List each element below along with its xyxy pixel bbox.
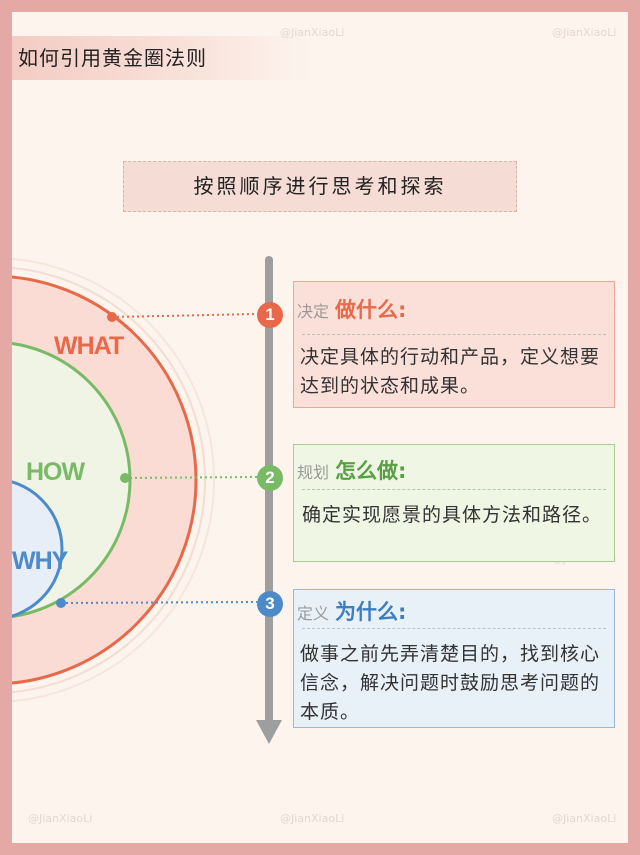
outer-ring-decor — [12, 266, 206, 694]
outer-ring-decor — [12, 257, 215, 703]
divider — [302, 489, 606, 490]
what-label: WHAT — [54, 332, 124, 360]
step-3-description: 做事之前先弄清楚目的，找到核心信念，解决问题时鼓励思考问题的本质。 — [300, 643, 601, 723]
step-2-card: 规划怎么做: 确定实现愿景的具体方法和路径。 — [293, 444, 615, 562]
why-label: WHY — [12, 547, 68, 575]
step-1-title: 做什么: — [335, 298, 407, 322]
why-circle — [12, 480, 64, 618]
watermark: @JianXiaoLi — [552, 812, 617, 825]
anchor-dot-how — [120, 473, 130, 483]
watermark: @JianXiaoLi — [280, 26, 345, 39]
connector-what — [111, 313, 258, 318]
step-3-heading: 定义为什么: — [297, 596, 406, 626]
step-3-card: 定义为什么: 做事之前先弄清楚目的，找到核心信念，解决问题时鼓励思考问题的本质。 — [293, 589, 615, 728]
poster-card: 如何引用黄金圈法则 @JianXiaoLi @JianXiaoLi @JianX… — [12, 12, 628, 843]
step-1-prefix: 决定 — [297, 302, 330, 321]
divider — [302, 628, 606, 629]
step-2-description: 确定实现愿景的具体方法和路径。 — [302, 504, 603, 526]
anchor-dot-why — [56, 598, 66, 608]
title-bar: 如何引用黄金圈法则 — [12, 36, 312, 80]
arrow-head — [256, 720, 282, 744]
watermark: @JianXiaoLi — [552, 26, 617, 39]
step-2-heading: 规划怎么做: — [297, 455, 406, 485]
page-title: 如何引用黄金圈法则 — [18, 46, 207, 70]
step-1-description: 决定具体的行动和产品，定义想要达到的状态和成果。 — [300, 346, 601, 397]
step-2-badge: 2 — [257, 465, 283, 491]
watermark: @JianXiaoLi — [280, 812, 345, 825]
step-3-badge: 3 — [257, 591, 283, 617]
step-3-title: 为什么: — [335, 600, 407, 624]
subtitle-box: 按照顺序进行思考和探索 — [123, 161, 517, 212]
step-1-card: 决定做什么: 决定具体的行动和产品，定义想要达到的状态和成果。 — [293, 281, 615, 408]
anchor-dot-what — [107, 312, 117, 322]
divider — [302, 334, 606, 335]
step-2-prefix: 规划 — [297, 463, 330, 482]
connector-how — [124, 476, 258, 479]
golden-circle-diagram — [12, 256, 282, 744]
step-1-badge: 1 — [257, 302, 283, 328]
step-2-title: 怎么做: — [335, 459, 407, 483]
watermark: @JianXiaoLi — [28, 812, 93, 825]
how-label: HOW — [26, 458, 85, 486]
step-1-heading: 决定做什么: — [297, 294, 406, 324]
step-3-prefix: 定义 — [297, 604, 330, 623]
